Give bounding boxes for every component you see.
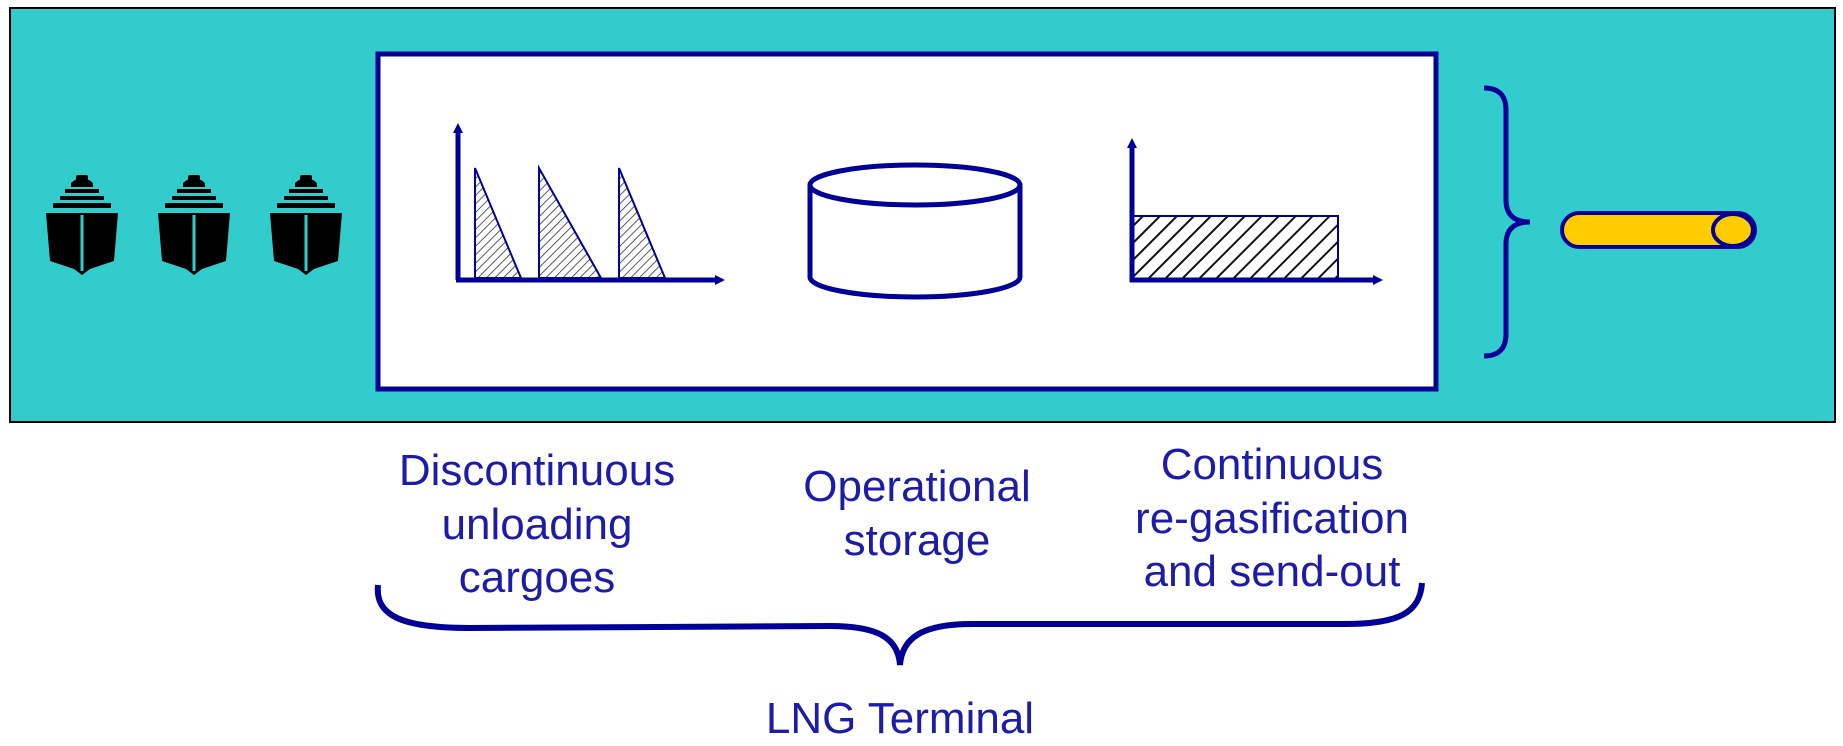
storage-tank-icon bbox=[807, 162, 1023, 300]
label-unloading: Discontinuous unloading cargoes bbox=[382, 444, 692, 605]
label-terminal-text: LNG Terminal bbox=[765, 694, 1035, 743]
label-storage-line2: storage bbox=[843, 515, 991, 565]
label-unloading-line1: Discontinuous bbox=[398, 446, 676, 495]
pipeline-icon bbox=[1560, 211, 1757, 249]
sendout-area bbox=[1131, 215, 1339, 281]
terminal-brace bbox=[374, 582, 1425, 666]
sendout-chart bbox=[1127, 138, 1383, 285]
label-unloading-line2: unloading bbox=[441, 499, 633, 549]
label-regas-line2: re-gasification bbox=[1135, 493, 1409, 543]
unloading-chart bbox=[453, 123, 725, 285]
label-storage: Operational storage bbox=[772, 460, 1062, 567]
label-lng-terminal: LNG Terminal bbox=[700, 692, 1100, 746]
label-regas-line1: Continuous bbox=[1160, 440, 1384, 489]
label-regas-line3: and send-out bbox=[1143, 547, 1401, 597]
label-regas: Continuous re-gasification and send-out bbox=[1112, 438, 1432, 599]
label-storage-line1: Operational bbox=[803, 462, 1031, 511]
outlet-brace bbox=[1483, 85, 1531, 359]
label-unloading-line3: cargoes bbox=[458, 553, 616, 603]
